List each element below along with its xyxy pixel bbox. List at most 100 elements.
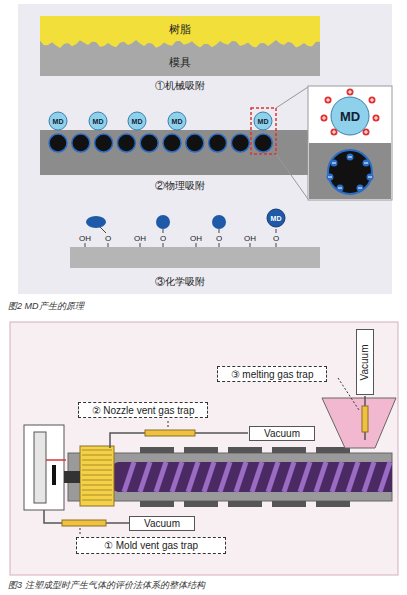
screw-shaft [118,462,392,492]
minus-sign [328,177,332,178]
screw-flight [332,462,342,492]
node-text: ③ melting gas trap [231,369,314,380]
figure-caption: 图3 注塑成型时产生气体的评价法体系的整体结构 [8,579,205,592]
molecule-blob [86,216,106,228]
negative-charge [337,185,344,192]
mold-plate [34,432,46,503]
md-molecule-large: MD [330,96,370,136]
screw-flight [252,462,262,492]
vacuum-pump: Vacuum [129,516,195,531]
text-label: OH [190,234,202,243]
circle-shape [254,112,272,130]
md-molecule: MD [167,111,187,131]
plus-sign [326,98,330,102]
md-molecule: MD [127,111,147,131]
screw-flight [140,462,150,492]
negative-charge [367,174,374,181]
coil [82,455,112,456]
text-label: OH [134,234,146,243]
heater-band [272,447,306,453]
heater-coils [82,450,112,500]
plus-sign [374,116,378,120]
positive-charge [369,97,376,104]
minus-sign [332,163,336,164]
vacuum-pump: Vacuum [249,426,315,441]
text-label: ②物理吸附 [155,179,205,193]
negative-charge [347,154,354,161]
md-molecule: MD [266,208,286,228]
node-text: 模具 [169,55,191,70]
circle-shape [128,112,146,130]
md-molecule: MD [48,111,68,131]
inset-substrate [309,143,391,199]
zoom-line [276,87,308,108]
minus-sign [368,177,372,178]
highlight-box [251,108,276,154]
minus-sign [338,188,342,189]
node-text: MD [53,118,64,125]
node-text: MD [172,118,183,125]
positive-charge [321,115,328,122]
gas-trap [145,430,195,436]
charge-circle [95,134,113,152]
coil [82,495,112,496]
coil [82,480,112,481]
node-text: MD [340,109,360,124]
charge-circle [72,134,90,152]
coil [82,460,112,461]
negative-charge [363,160,370,167]
screw-flight [348,462,358,492]
heater-band [140,501,174,507]
coil [82,485,112,486]
circle-shape [267,209,285,227]
charge-circle [163,134,181,152]
charge-circle [231,134,249,152]
hopper [322,398,396,448]
figure-caption: 图2 MD产生的原理 [8,300,84,313]
charge-circle [140,134,158,152]
screw-flight [300,462,310,492]
coil [82,500,112,501]
charge-signs [321,89,380,192]
text-label: O [105,234,111,243]
screw-flight [236,462,246,492]
gas-trap [62,520,106,526]
coil [82,470,112,471]
screw-flight [380,462,390,492]
trap-label: ② Nozzle vent gas trap [78,402,208,418]
figure-panel [18,4,392,294]
coil [82,450,112,451]
circle-shape [49,112,67,130]
text-label: OH [244,234,256,243]
negative-charge [331,160,338,167]
nozzle-heater [80,446,114,506]
text-label: O [216,234,222,243]
coil [82,490,112,491]
bonds [85,227,276,247]
zoom-line [276,154,308,199]
inset-box [308,86,392,200]
substrate-bar [70,247,320,268]
charge-circle [117,134,135,152]
circle-shape [168,112,186,130]
inset-charge-circle [328,150,372,194]
mold-cavity [52,465,56,485]
negative-charge [327,174,334,181]
positive-charge [325,97,332,104]
plus-sign [370,98,374,102]
text-label: O [160,234,166,243]
figure-panel [10,322,398,575]
screw-flight [220,462,230,492]
node-text: MD [258,118,269,125]
node-text: MD [93,118,104,125]
charge-circle [209,134,227,152]
mold-label: 模具 [164,54,196,71]
positive-charge [347,89,354,96]
trap-label: ③ melting gas trap [217,366,327,382]
node-text: Vacuum [144,518,180,529]
node-text: ① Mold vent gas trap [104,540,198,551]
circle-shape [89,112,107,130]
heater-band [316,501,350,507]
heater-bands [140,447,350,507]
positive-charge [373,115,380,122]
